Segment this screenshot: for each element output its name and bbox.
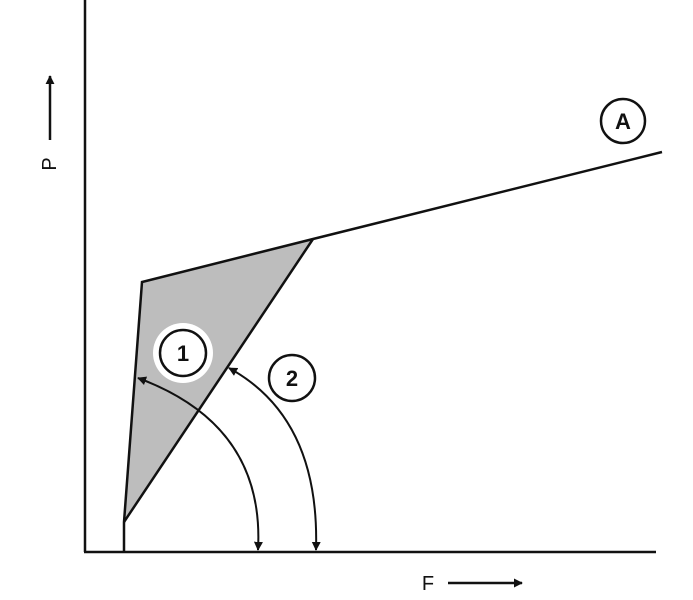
curve-a	[122, 150, 663, 552]
callout-1-label: 1	[177, 341, 189, 366]
callout-1-circle	[158, 328, 208, 378]
callout-a-circle	[599, 97, 647, 145]
callout-2-circle	[267, 353, 317, 403]
x-axis-label: F	[422, 573, 434, 595]
callout-2-label: 2	[286, 366, 298, 391]
angle-arc-2	[228, 367, 321, 551]
y-axis-label: P	[39, 157, 61, 170]
callout-a-label: A	[615, 109, 631, 134]
